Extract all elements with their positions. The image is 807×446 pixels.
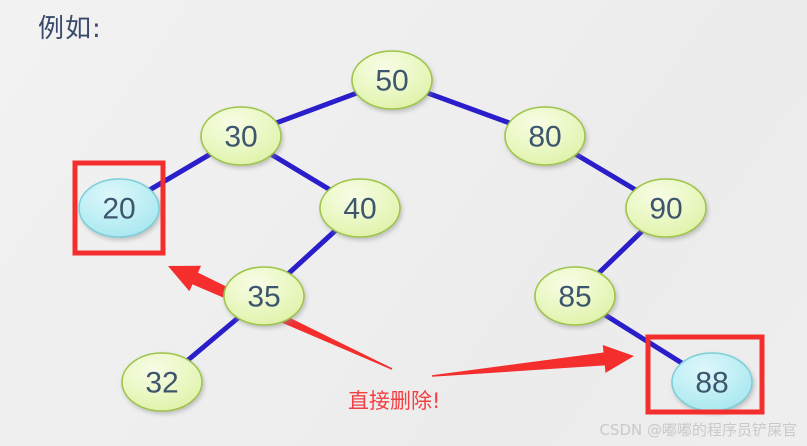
tree-node-85: 85: [534, 266, 616, 326]
tree-node-32: 32: [121, 352, 203, 412]
node-label-35: 35: [247, 281, 280, 314]
tree-edge-30-40: [269, 152, 332, 192]
node-shape-90: [625, 178, 707, 238]
node-label-88: 88: [695, 367, 728, 400]
tree-edge-85-88: [602, 312, 685, 366]
tree-nodes: 50 30 80 20 40 90 35 85 32 88: [78, 50, 753, 412]
node-label-85: 85: [558, 281, 591, 314]
tree-edge-30-20: [147, 151, 213, 193]
node-shape-40: [319, 178, 401, 238]
highlight-boxes: [72, 160, 765, 415]
node-shape-35: [223, 266, 305, 326]
tree-node-40: 40: [319, 178, 401, 238]
tree-node-20: 20: [78, 178, 160, 238]
node-shape-30: [200, 106, 282, 166]
delete-annotation-label: 直接删除!: [348, 389, 441, 413]
node-label-90: 90: [649, 193, 682, 226]
tree-edges: [147, 90, 685, 366]
node-shape-50: [351, 50, 433, 110]
arrow-to-88: [431, 345, 634, 377]
watermark: CSDN @嘟嘟的程序员铲屎官: [599, 421, 797, 439]
page-title: 例如:: [38, 14, 102, 44]
tree-edge-80-90: [573, 151, 638, 193]
tree-node-35: 35: [223, 266, 305, 326]
tree-edge-50-30: [274, 90, 359, 126]
tree-node-88: 88: [671, 352, 753, 412]
node-label-32: 32: [145, 367, 178, 400]
hl-88: [645, 334, 765, 415]
tree-node-30: 30: [200, 106, 282, 166]
node-shape-20: [78, 178, 160, 238]
node-label-30: 30: [224, 121, 257, 154]
tree-edge-50-80: [425, 90, 512, 126]
tree-node-50: 50: [351, 50, 433, 110]
node-shape-32: [121, 352, 203, 412]
tree-edge-35-32: [185, 315, 241, 363]
node-label-40: 40: [343, 193, 376, 226]
tree-node-90: 90: [625, 178, 707, 238]
hl-20: [72, 160, 166, 256]
node-label-20: 20: [102, 193, 135, 226]
tree-node-80: 80: [504, 106, 586, 166]
node-shape-80: [504, 106, 586, 166]
node-label-80: 80: [528, 121, 561, 154]
tree-edge-40-35: [286, 228, 338, 276]
tree-edge-90-85: [596, 228, 645, 276]
node-shape-85: [534, 266, 616, 326]
node-label-50: 50: [375, 65, 408, 98]
